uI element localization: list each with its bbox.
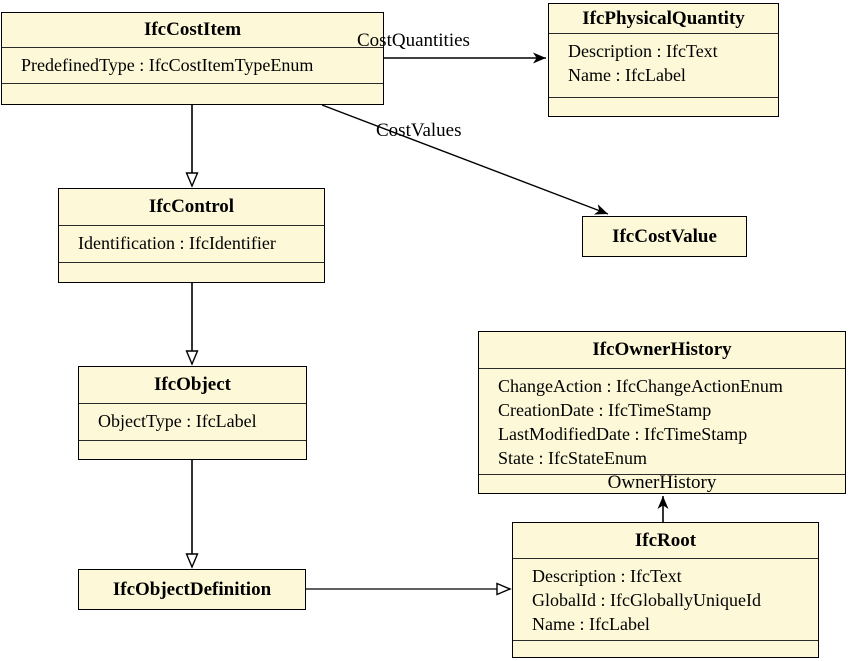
attribute: Description : IfcText <box>532 566 682 586</box>
class-title: IfcPhysicalQuantity <box>582 7 745 29</box>
class-empty-compartment <box>79 440 306 459</box>
class-title: IfcControl <box>148 196 235 217</box>
attribute: CreationDate : IfcTimeStamp <box>498 400 712 420</box>
class-empty-compartment <box>2 83 383 104</box>
class-title: IfcRoot <box>634 529 697 551</box>
edge-label-ownerhistory: OwnerHistory <box>607 472 717 493</box>
attribute: LastModifiedDate : IfcTimeStamp <box>498 424 748 444</box>
attribute: ChangeAction : IfcChangeActionEnum <box>498 376 783 396</box>
attribute: Identification : IfcIdentifier <box>78 233 276 253</box>
attribute: Description : IfcText <box>568 41 718 61</box>
class-empty-compartment <box>549 97 778 116</box>
class-attributes: ObjectType : IfcLabel <box>79 403 306 440</box>
edge-label-costquantities: CostQuantities <box>357 30 470 51</box>
attribute: State : IfcStateEnum <box>498 448 647 468</box>
class-box-ifccostvalue: IfcCostValue <box>582 216 747 257</box>
class-attributes: PredefinedType : IfcCostItemTypeEnum <box>2 47 383 83</box>
attribute: GlobalId : IfcGloballyUniqueId <box>532 590 761 610</box>
class-box-ifcobjectdefinition: IfcObjectDefinition <box>78 569 306 610</box>
class-box-ifcownerhistory: IfcOwnerHistory ChangeAction : IfcChange… <box>478 331 846 494</box>
class-empty-compartment <box>479 474 845 493</box>
attribute: Name : IfcLabel <box>532 614 650 634</box>
class-box-ifcobject: IfcObject ObjectType : IfcLabel <box>78 366 307 460</box>
class-title: IfcObject <box>153 374 232 395</box>
class-title: IfcCostItem <box>143 19 242 40</box>
attribute: Name : IfcLabel <box>568 65 686 85</box>
class-title: IfcObjectDefinition <box>112 578 272 600</box>
attribute: PredefinedType : IfcCostItemTypeEnum <box>21 55 314 75</box>
class-title: IfcOwnerHistory <box>592 339 732 360</box>
class-attributes: Description : IfcText Name : IfcLabel <box>549 33 778 97</box>
class-empty-compartment <box>59 262 324 282</box>
edge-label-costvalues: CostValues <box>376 120 462 141</box>
class-box-ifcroot: IfcRoot Description : IfcText GlobalId :… <box>512 522 819 658</box>
attribute: ObjectType : IfcLabel <box>98 411 257 431</box>
class-attributes: Description : IfcText GlobalId : IfcGlob… <box>513 558 818 640</box>
class-attributes: ChangeAction : IfcChangeActionEnum Creat… <box>479 368 845 474</box>
edge-costvalues <box>321 104 609 215</box>
class-box-ifcphysicalquantity: IfcPhysicalQuantity Description : IfcTex… <box>548 3 779 117</box>
class-box-ifccontrol: IfcControl Identification : IfcIdentifie… <box>58 188 325 283</box>
class-empty-compartment <box>513 640 818 657</box>
class-title: IfcCostValue <box>612 225 717 247</box>
class-box-ifccostitem: IfcCostItem PredefinedType : IfcCostItem… <box>1 12 384 105</box>
class-attributes: Identification : IfcIdentifier <box>59 225 324 262</box>
